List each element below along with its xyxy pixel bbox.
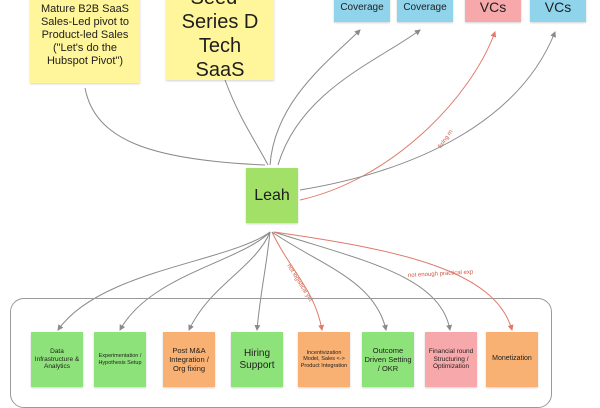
note-coverage-2-label: Coverage [403,2,447,13]
connector-leah-to-okr [271,231,388,331]
note-data-infrastructure-label: Data Infrastructure & Analytics [34,347,80,371]
note-post-ma[interactable]: Post M&A Integration / Org fixing [163,332,215,387]
note-experimentation-label: Experimentation / Hypothesis Setup [98,352,142,366]
connector-leah-to-vcs-blue [299,31,556,191]
note-vcs-blue-label: VCs [544,0,572,16]
note-seed-series-label: Seed - Series D Tech SaaS [181,0,259,81]
note-coverage-2[interactable]: Coverage [397,0,453,22]
note-b2b-pivot-label: Mature B2B SaaS Sales-Led pivot to Produ… [40,2,130,68]
connector-leah-to-coverage-2 [277,29,421,166]
note-leah-label: Leah [254,186,290,204]
note-leah[interactable]: Leah [246,168,298,223]
note-vcs-pink[interactable]: VCs [465,0,521,22]
connector-b2b-to-leah [84,87,266,166]
note-monetization[interactable]: Monetization [486,332,538,387]
note-financial-round[interactable]: Financial round Structuring / Optimizati… [425,332,477,387]
connector-leah-to-data-infra [57,231,271,331]
note-post-ma-label: Post M&A Integration / Org fixing [169,346,209,373]
note-incentivization-label: Incentivization Model, Sales <-> Product… [300,349,348,369]
connector-leah-to-hiring [254,231,271,331]
note-outcome-okr-label: Outcome Driven Setting / OKR [364,346,412,373]
note-hiring-support-label: Hiring Support [239,347,275,371]
connector-seed-to-leah [224,79,269,166]
note-seed-series[interactable]: Seed - Series D Tech SaaS [166,0,274,81]
note-monetization-label: Monetization [492,355,532,363]
connector-leah-to-post-ma [188,231,271,331]
connector-leah-to-experimentation [119,231,271,331]
note-coverage-1[interactable]: Coverage [334,0,390,22]
note-coverage-1-label: Coverage [340,2,384,13]
note-incentivization[interactable]: Incentivization Model, Sales <-> Product… [298,332,350,387]
note-vcs-blue[interactable]: VCs [530,0,586,22]
note-data-infrastructure[interactable]: Data Infrastructure & Analytics [31,332,83,387]
note-experimentation[interactable]: Experimentation / Hypothesis Setup [94,332,146,387]
connector-leah-to-incentivization [271,231,325,331]
connector-leah-to-monetization [273,231,514,331]
connector-leah-to-coverage-1 [269,29,361,166]
connector-leah-to-vcs-pink [299,31,497,201]
note-hiring-support[interactable]: Hiring Support [231,332,283,387]
note-b2b-pivot[interactable]: Mature B2B SaaS Sales-Led pivot to Produ… [30,0,140,83]
connector-leah-to-financial [273,231,453,331]
note-outcome-okr[interactable]: Outcome Driven Setting / OKR [362,332,414,387]
note-financial-round-label: Financial round Structuring / Optimizati… [428,347,474,371]
note-vcs-pink-label: VCs [479,0,507,16]
